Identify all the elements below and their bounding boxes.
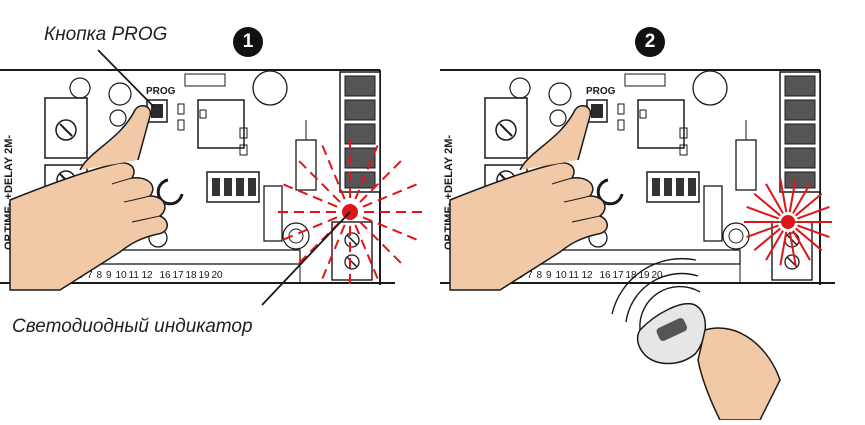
led-pointer-line [261,211,351,306]
terminal-number: 8 [537,270,543,281]
led-flash-ray [779,231,788,266]
terminal-number: 20 [212,270,224,281]
hand-pressing-prog-2 [449,104,609,291]
terminal-number: 11 [569,270,580,281]
prog-button-label: Кнопка PROG [44,24,168,45]
terminal-number: 16 [600,270,612,281]
terminal-number: 8 [97,270,103,281]
panel-step-2: OP.TIME- +DELAY 2M- PROG F1 123456789101… [438,68,837,421]
panel-step-1: OP.TIME- +DELAY 2M- PROG F1 123456789101… [0,49,422,306]
led-flash-ray [298,160,341,203]
terminal-number: 19 [199,270,211,281]
prog-label: PROG [146,86,176,97]
led-flash-ray [792,183,811,214]
terminal-number: 12 [142,270,154,281]
prog-pointer-line [97,49,156,109]
led-flash-ray [765,230,784,261]
led-flash-ray [283,183,338,208]
led-flash-ray [795,192,823,217]
terminal-number: 7 [87,270,93,281]
terminal-number: 16 [160,270,172,281]
led-flash-ray [321,224,346,279]
led-flash-ray [797,206,830,220]
led-flash-ray [354,145,379,200]
terminal-number: 19 [639,270,651,281]
led-flash-ray [362,216,417,241]
terminal-number: 20 [652,270,664,281]
led-flash-ray [795,227,823,252]
terminal-number: 18 [186,270,198,281]
led-flash-ray [359,221,402,264]
terminal-number: 7 [527,270,533,281]
led-flash-ray [354,224,379,279]
led-flash-ray [283,216,338,241]
terminal-number: 12 [582,270,594,281]
led-flash-ray [792,230,811,261]
led-flash-ray [788,178,797,213]
terminal-number: 10 [556,270,568,281]
prog-label-2: PROG [586,86,616,97]
led-flash-ray [746,224,779,238]
led-indicator-2 [781,215,795,229]
led-flash-step-1 [278,140,422,284]
led-flash-ray [321,145,346,200]
led-flash-step-2 [744,178,832,266]
terminal-number: 18 [626,270,638,281]
led-indicator-label: Светодиодный индикатор [12,316,253,337]
hand-pressing-prog [9,104,169,291]
led-flash-ray [797,224,830,238]
terminal-number: 11 [129,270,140,281]
led-flash-ray [765,183,784,214]
hand-holding-remote [697,327,781,421]
led-flash-ray [753,192,781,217]
led-flash-ray [359,160,402,203]
led-flash-ray [362,183,417,208]
led-flash-ray [788,231,797,266]
terminal-number: 9 [546,270,552,281]
radio-waves-icon [611,257,701,331]
led-flash-ray [779,178,788,213]
step-1-badge: 1 [233,27,263,57]
terminal-number: 17 [613,270,625,281]
step-2-badge: 2 [635,27,665,57]
terminal-number: 10 [116,270,128,281]
terminal-number: 17 [173,270,185,281]
led-flash-ray [753,227,781,252]
terminal-number: 9 [106,270,112,281]
remote-transmitter [636,302,707,365]
led-flash-ray [746,206,779,220]
